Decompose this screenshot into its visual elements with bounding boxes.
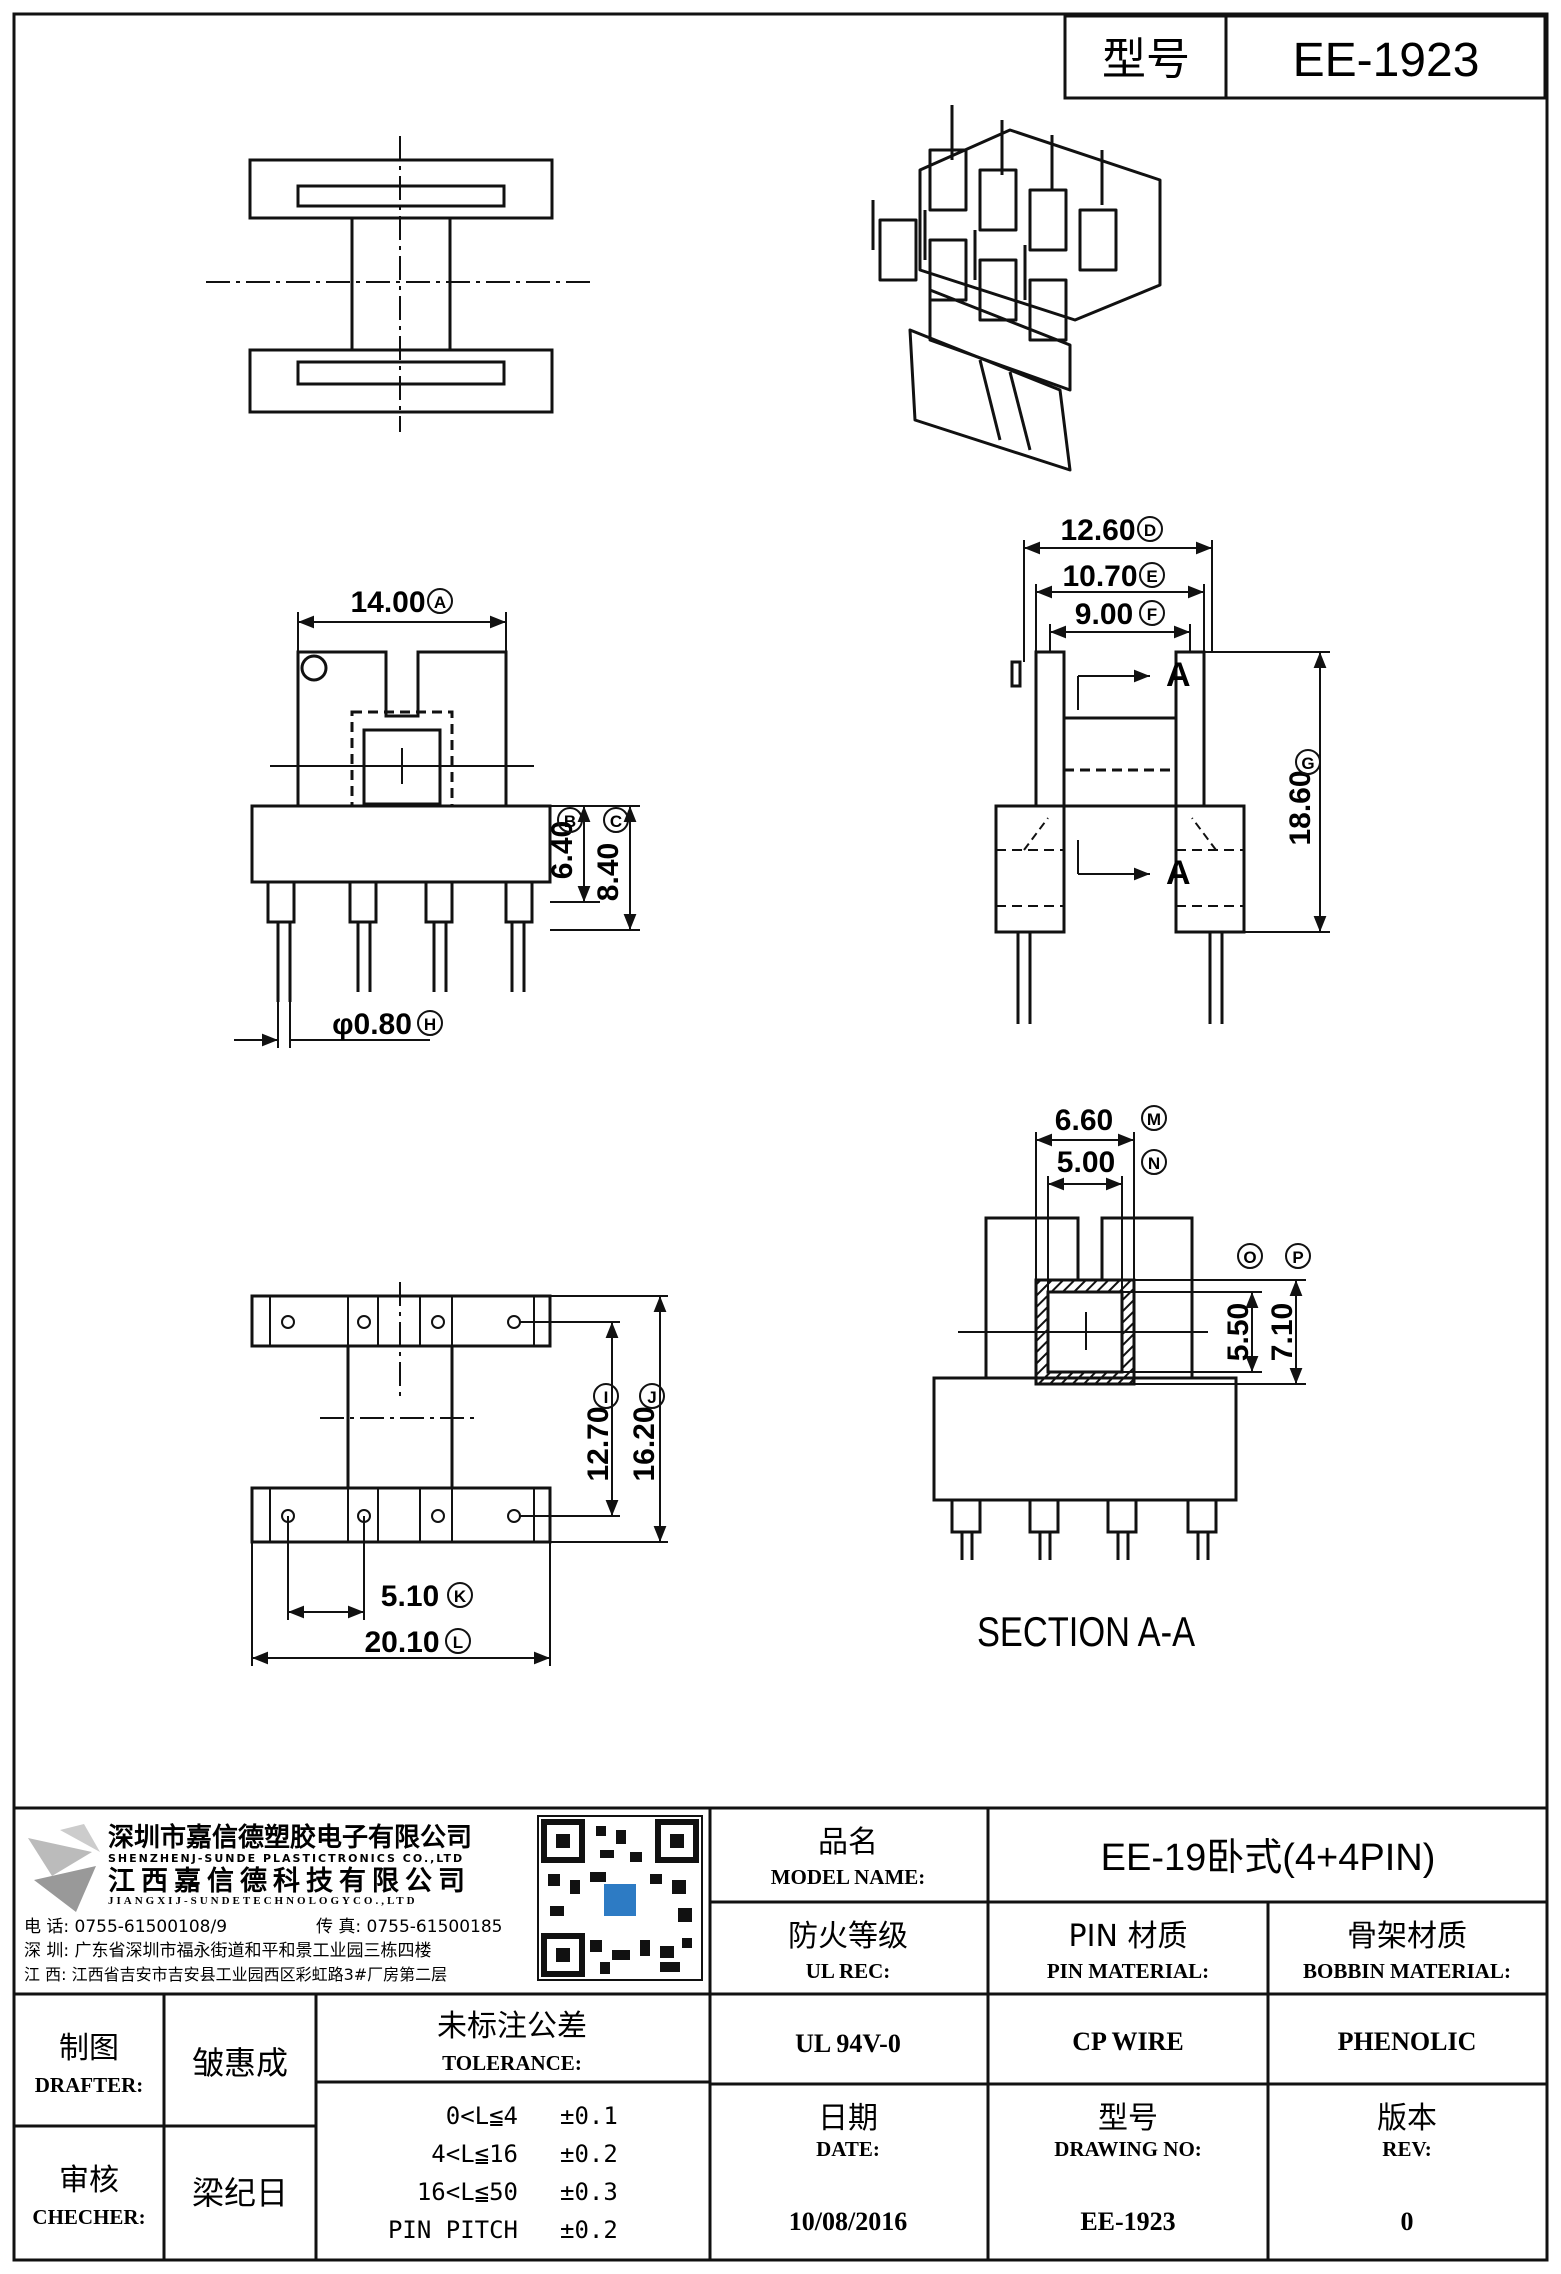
header-model-label: 型号 <box>1102 34 1190 85</box>
bobbin-value: PHENOLIC <box>1338 2027 1477 2056</box>
dim-n-value: 5.00 <box>1057 1146 1115 1179</box>
dim-c-value: 8.40 <box>592 843 625 901</box>
dim-m-value: 6.60 <box>1055 1104 1113 1137</box>
bobbin-label-cn: 骨架材质 <box>1347 1919 1467 1954</box>
company-fax: 传 真: 0755-61500185 <box>316 1917 502 1937</box>
dim-i-value: 12.70 <box>582 1406 615 1481</box>
dim-i-tag: I <box>604 1388 609 1407</box>
ul-label-cn: 防火等级 <box>788 1919 908 1954</box>
dim-k-value: 5.10 <box>381 1580 439 1613</box>
drawing-label-cn: 型号 <box>1098 2101 1158 2136</box>
tolerance-range: 16<L≦50 <box>417 2178 518 2206</box>
dim-c-tag: C <box>610 812 622 831</box>
title-block <box>14 1806 1547 2260</box>
dim-g-tag: G <box>1301 754 1314 773</box>
company-info: 深圳市嘉信德塑胶电子有限公司 SHENZHENJ-SUNDE PLASTICTR… <box>24 1815 703 1984</box>
front-view: 14.00 A 6.40 B 8.40 C φ0.80 H <box>234 586 640 1048</box>
dim-l-value: 20.10 <box>364 1626 439 1659</box>
tolerance-value: ±0.3 <box>560 2178 618 2206</box>
dim-p-value: 7.10 <box>1266 1303 1299 1361</box>
tolerance-range: 4<L≦16 <box>431 2140 518 2168</box>
checker-value: 梁纪日 <box>192 2174 288 2212</box>
company-name-en-2: JIANGXIJ-SUNDETECHNOLOGYCO.,LTD <box>108 1895 418 1907</box>
side-view: A A 12.60 D 10.70 E 9.00 F 18.60 G <box>994 514 1330 1024</box>
tolerance-range: PIN PITCH <box>388 2216 518 2244</box>
bobbin-label-en: BOBBIN MATERIAL: <box>1303 1959 1511 1983</box>
drawing-value: EE-1923 <box>1080 2207 1175 2236</box>
dim-j-tag: J <box>647 1388 656 1407</box>
sheet-border <box>12 12 1549 2262</box>
ul-label-en: UL REC: <box>806 1959 891 1983</box>
company-logo <box>28 1824 100 1912</box>
date-value: 10/08/2016 <box>789 2207 907 2236</box>
company-name-cn-2: 江西嘉信德科技有限公司 <box>108 1866 471 1897</box>
dim-f-value: 9.00 <box>1075 598 1133 631</box>
drawing-label-en: DRAWING NO: <box>1054 2137 1202 2161</box>
dim-k-tag: K <box>454 1587 467 1606</box>
dim-b-tag: B <box>564 812 576 831</box>
rev-label-cn: 版本 <box>1377 2101 1437 2136</box>
product-name-label-en: MODEL NAME: <box>771 1865 926 1889</box>
dim-g-value: 18.60 <box>1284 770 1317 845</box>
product-name-label-cn: 品名 <box>818 1825 878 1860</box>
tolerance-value: ±0.1 <box>560 2102 618 2130</box>
isometric-view <box>871 105 1162 472</box>
date-label-en: DATE: <box>816 2137 880 2161</box>
checker-label-en: CHECHER: <box>32 2205 145 2229</box>
rev-value: 0 <box>1401 2207 1414 2236</box>
section-mark-top: A <box>1166 656 1191 694</box>
tolerance-value: ±0.2 <box>560 2140 618 2168</box>
dim-m-tag: M <box>1147 1110 1161 1129</box>
dim-a-value: 14.00 <box>350 586 425 619</box>
dim-d-value: 12.60 <box>1060 514 1135 547</box>
dim-o-tag: O <box>1243 1248 1256 1267</box>
dim-a-tag: A <box>434 593 446 612</box>
qr-code <box>537 1815 703 1981</box>
company-address-jx: 江 西: 江西省吉安市吉安县工业园西区彩虹路3#厂房第二层 <box>24 1965 447 1984</box>
header-model-box: 型号 EE-1923 <box>1063 14 1547 100</box>
company-name-cn-1: 深圳市嘉信德塑胶电子有限公司 <box>108 1822 472 1853</box>
tolerance-label-cn: 未标注公差 <box>437 2009 587 2044</box>
pin-label-en: PIN MATERIAL: <box>1047 1959 1209 1983</box>
dim-j-value: 16.20 <box>628 1406 661 1481</box>
drafter-label-en: DRAFTER: <box>35 2073 144 2097</box>
pin-value: CP WIRE <box>1072 2027 1184 2056</box>
ul-value: UL 94V-0 <box>795 2029 901 2058</box>
tolerance-label-en: TOLERANCE: <box>442 2051 582 2075</box>
checker-label-cn: 审核 <box>59 2163 119 2198</box>
dim-p-tag: P <box>1292 1248 1303 1267</box>
dim-o-value: 5.50 <box>1222 1303 1255 1361</box>
section-title: SECTION A-A <box>977 1609 1195 1656</box>
section-mark-bottom: A <box>1166 854 1191 892</box>
company-name-en-1: SHENZHENJ-SUNDE PLASTICTRONICS CO.,LTD <box>108 1852 464 1865</box>
drafter-value: 皱惠成 <box>192 2044 288 2082</box>
company-address-sz: 深 圳: 广东省深圳市福永街道和平和景工业园三栋四楼 <box>24 1941 432 1961</box>
tolerance-table: 0<L≦4 ±0.1 4<L≦16 ±0.2 16<L≦50 ±0.3 PIN … <box>388 2102 618 2244</box>
drafter-label-cn: 制图 <box>59 2031 119 2066</box>
dim-l-tag: L <box>453 1633 463 1652</box>
section-view: 6.60 M 5.00 N O P 5.50 7.10 SECTION A-A <box>932 1104 1311 1656</box>
product-name-value: EE-19卧式(4+4PIN) <box>1101 1837 1436 1879</box>
date-label-cn: 日期 <box>818 2101 878 2136</box>
tolerance-value: ±0.2 <box>560 2216 618 2244</box>
dim-d-tag: D <box>1144 521 1156 540</box>
dim-h-tag: H <box>424 1015 436 1034</box>
dim-e-value: 10.70 <box>1062 560 1137 593</box>
rev-label-en: REV: <box>1382 2137 1431 2161</box>
dim-f-tag: F <box>1147 605 1157 624</box>
header-model-value: EE-1923 <box>1293 34 1480 87</box>
top-view <box>206 136 596 432</box>
tolerance-range: 0<L≦4 <box>446 2102 518 2130</box>
dim-n-tag: N <box>1148 1154 1160 1173</box>
title-block-text: 品名 MODEL NAME: EE-19卧式(4+4PIN) 防火等级 UL R… <box>32 1825 1511 2244</box>
company-tel: 电 话: 0755-61500108/9 <box>24 1917 227 1937</box>
bottom-view: 12.70 I 16.20 J 5.10 K 20.10 L <box>250 1282 668 1666</box>
dim-e-tag: E <box>1146 567 1157 586</box>
pin-label-cn: PIN 材质 <box>1069 1919 1188 1954</box>
dim-h-value: φ0.80 <box>332 1008 412 1041</box>
